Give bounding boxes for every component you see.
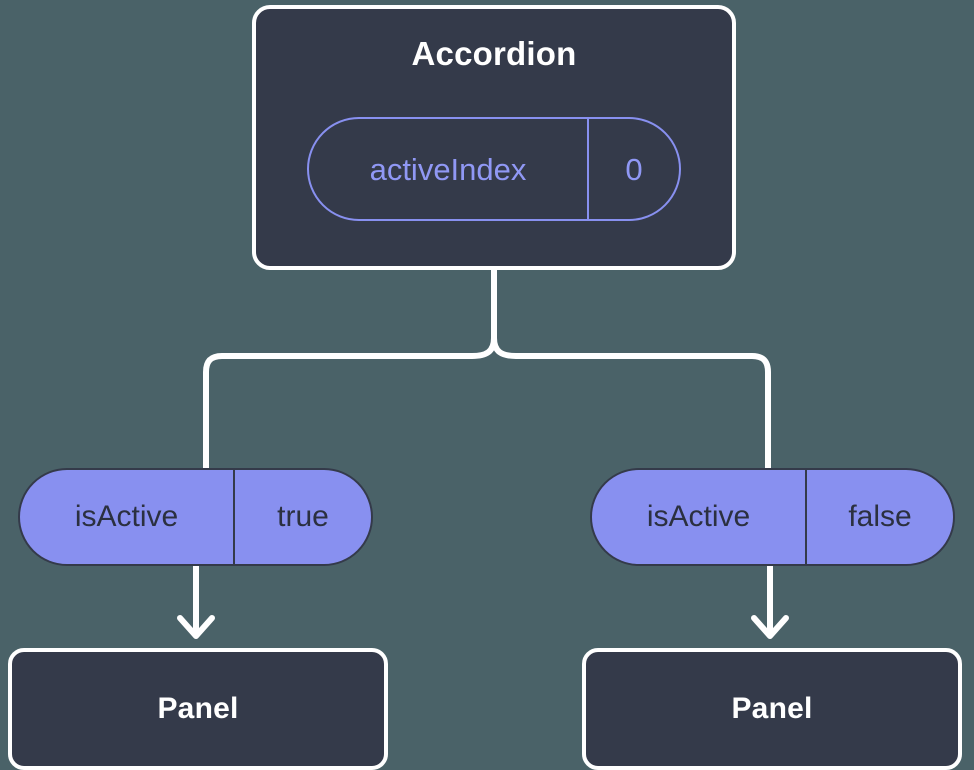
connector-branch-left [203,335,497,471]
activeindex-prop-badge[interactable]: activeIndex 0 [307,117,681,221]
activeindex-prop-value: 0 [625,151,643,187]
accordion-node-title: Accordion [411,35,577,72]
isactive-false-key: isActive [592,470,807,564]
isactive-false-value: false [848,500,912,533]
panel-node-right[interactable]: Panel [582,648,962,770]
connector-branch-right [491,335,771,471]
arrow-head-left [177,615,215,639]
panel-node-right-title: Panel [731,692,813,725]
panel-node-left[interactable]: Panel [8,648,388,770]
arrow-head-right [751,615,789,639]
isactive-false-badge[interactable]: isActive false [590,468,955,566]
activeindex-prop-key: activeIndex [309,119,589,219]
isactive-true-value: true [277,500,329,533]
panel-node-left-title: Panel [157,692,239,725]
isactive-true-badge[interactable]: isActive true [18,468,373,566]
isactive-true-key: isActive [20,470,235,564]
